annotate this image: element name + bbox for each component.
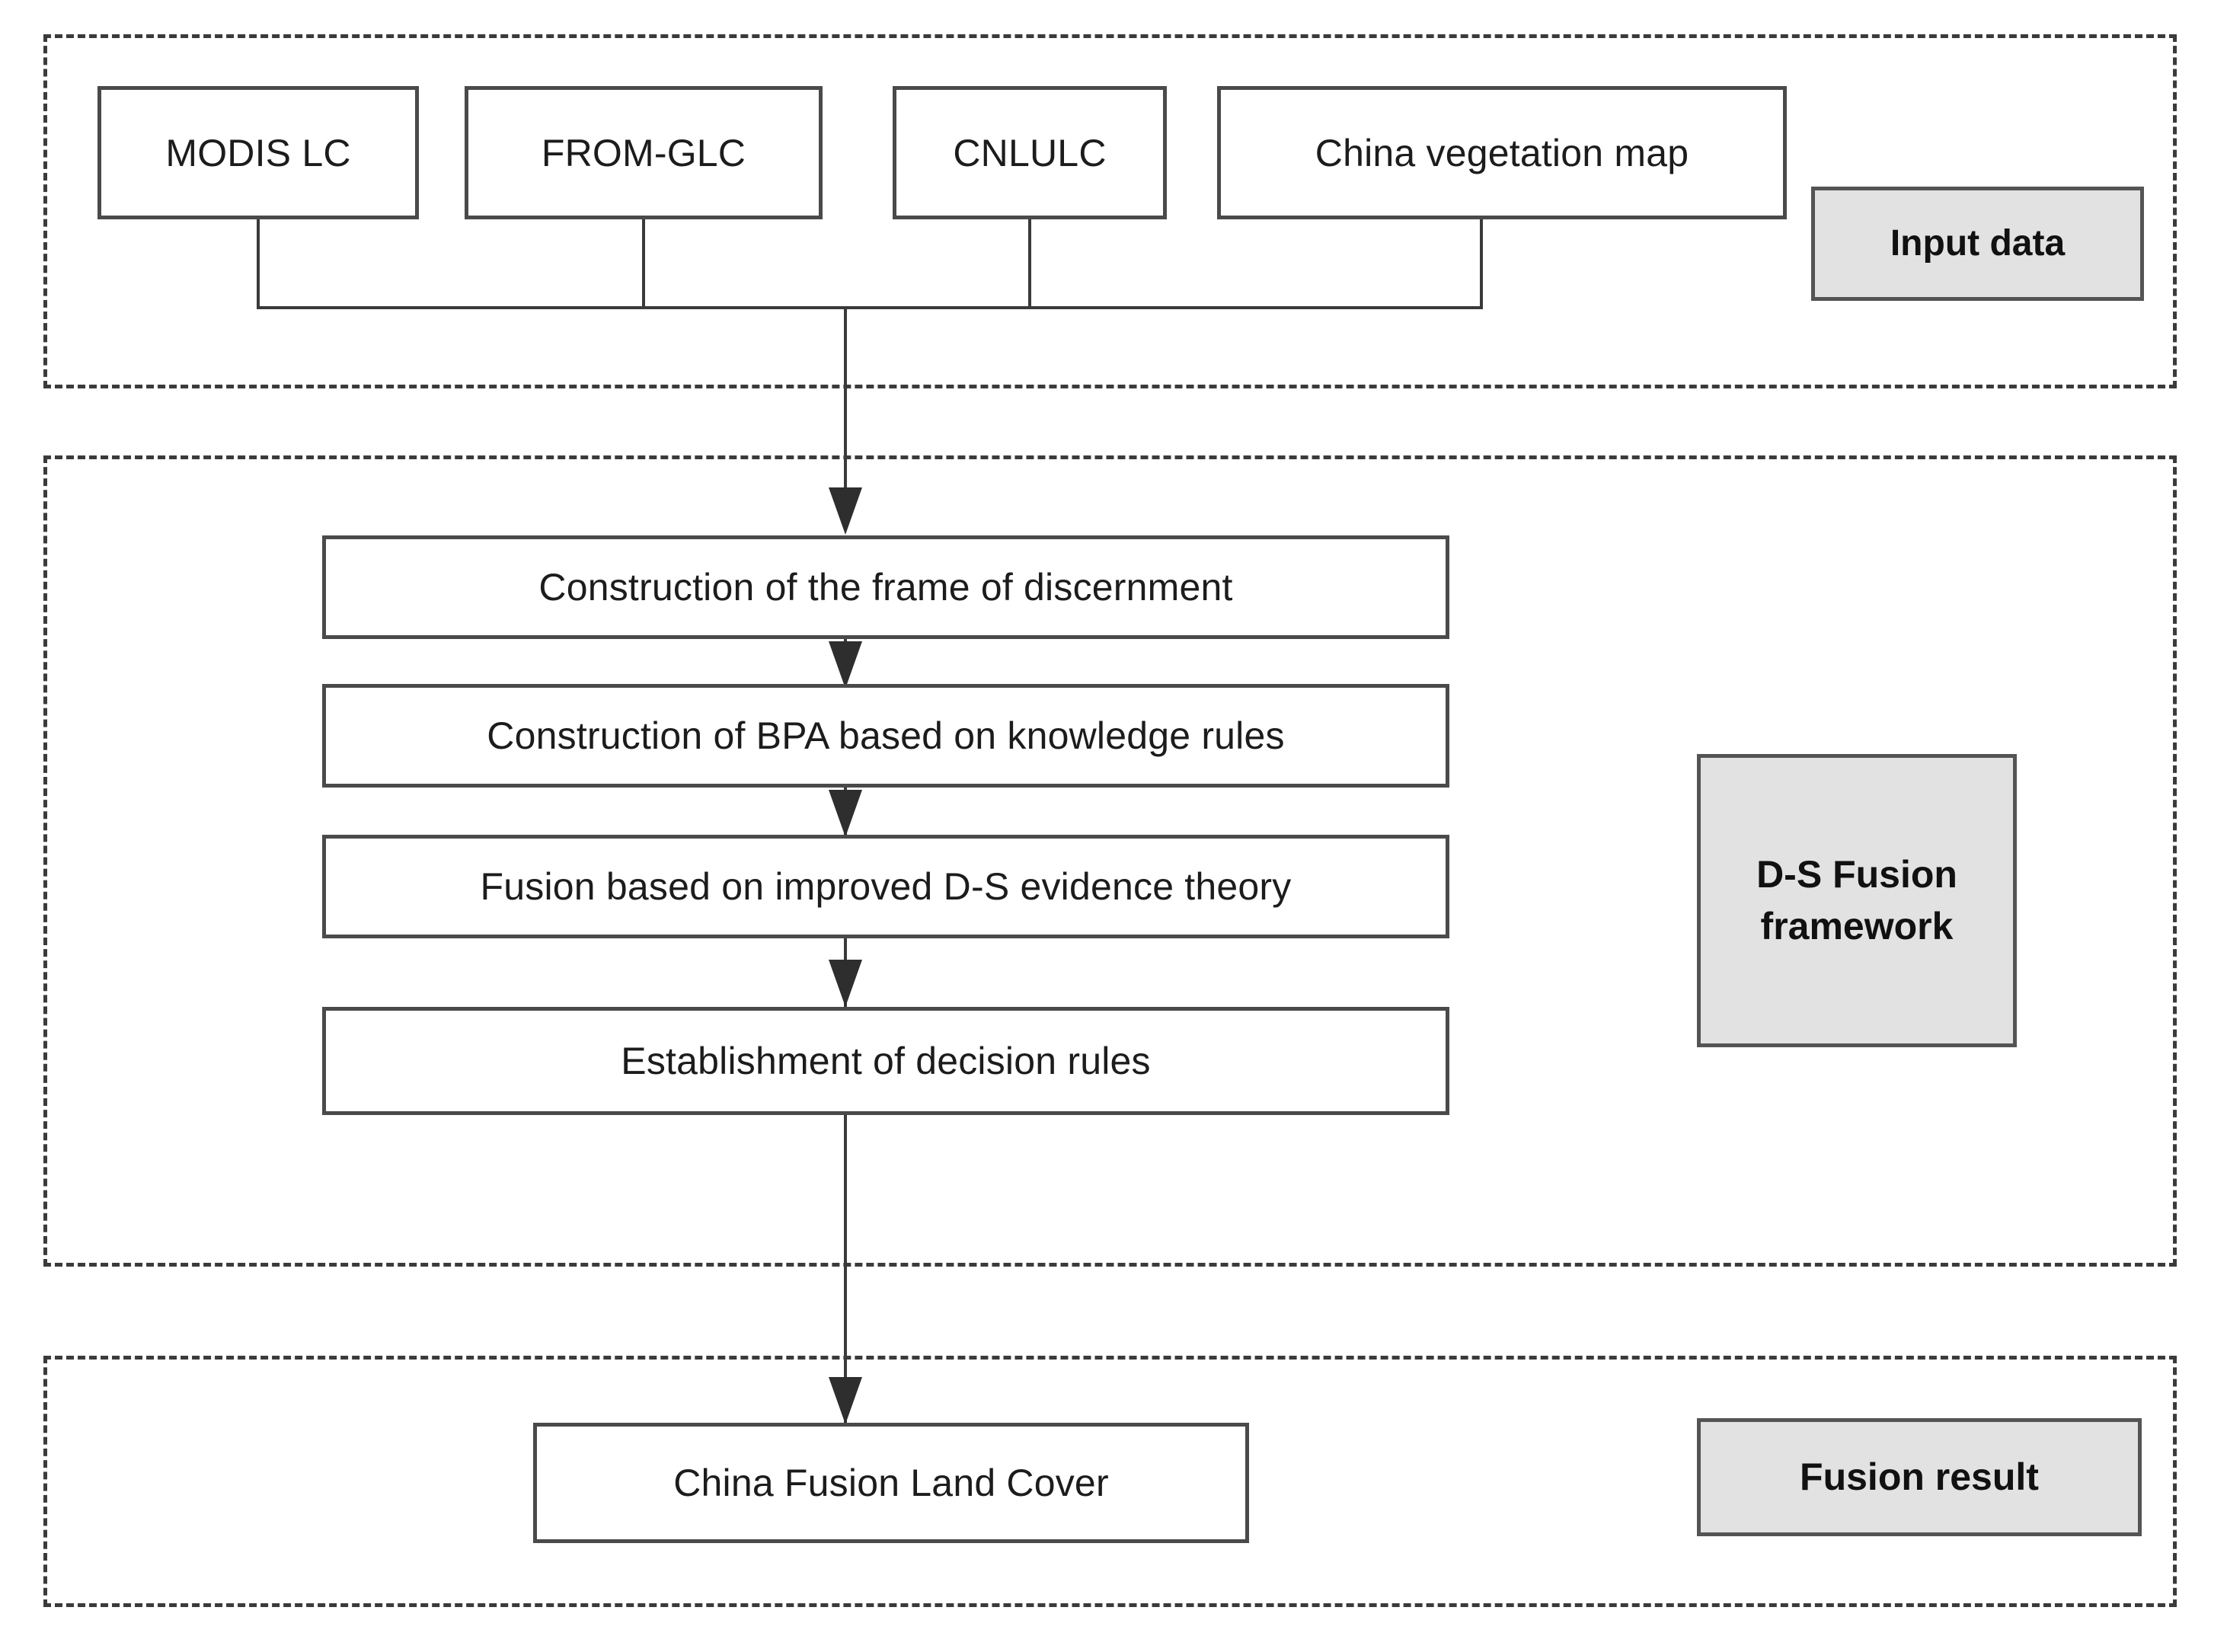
arrowhead-to-step-4 [829,960,862,1007]
connector-stem-cnlulc [1028,219,1031,308]
arrowhead-to-step-3 [829,790,862,837]
section-tag-label-line2: framework [1760,904,1954,947]
fusion-result-group-frame [43,1356,2177,1607]
fusion-framework-group-frame [43,455,2177,1267]
process-box-label: Construction of BPA based on knowledge r… [487,714,1285,757]
input-box-from-glc[interactable]: FROM-GLC [465,86,823,219]
input-box-label: CNLULC [953,131,1107,174]
connector-trunk-to-result [844,1115,847,1424]
input-box-label: China vegetation map [1315,131,1689,174]
arrowhead-to-step-2 [829,641,862,689]
section-tag-input-data: Input data [1811,187,2144,301]
output-box-label: China Fusion Land Cover [673,1462,1109,1504]
connector-stem-fromglc [642,219,645,308]
process-box-label: Establishment of decision rules [621,1040,1151,1082]
output-box-china-fusion-land-cover[interactable]: China Fusion Land Cover [533,1423,1249,1543]
section-tag-fusion-result: Fusion result [1697,1418,2142,1536]
arrowhead-to-result [829,1377,862,1424]
connector-merge-bus [257,306,1483,309]
input-box-china-vegetation-map[interactable]: China vegetation map [1217,86,1787,219]
arrowhead-to-step-1 [829,487,862,535]
section-tag-ds-fusion-framework: D-S Fusion framework [1697,754,2017,1047]
process-box-decision-rules[interactable]: Establishment of decision rules [322,1007,1449,1115]
connector-stem-vegmap [1480,219,1483,308]
section-tag-label: Fusion result [1800,1455,2039,1498]
process-box-ds-evidence-fusion[interactable]: Fusion based on improved D-S evidence th… [322,835,1449,938]
section-tag-label-line1: D-S Fusion [1756,853,1957,896]
section-tag-label: Input data [1890,222,2066,264]
process-box-label: Construction of the frame of discernment [538,566,1233,609]
input-box-cnlulc[interactable]: CNLULC [893,86,1167,219]
process-box-bpa-knowledge-rules[interactable]: Construction of BPA based on knowledge r… [322,684,1449,788]
process-box-frame-of-discernment[interactable]: Construction of the frame of discernment [322,535,1449,639]
input-box-label: MODIS LC [165,131,351,174]
input-box-label: FROM-GLC [541,131,746,174]
input-data-group-frame [43,34,2177,388]
connector-stem-modis [257,219,260,308]
input-box-modis-lc[interactable]: MODIS LC [97,86,419,219]
connector-trunk-to-fusion [844,306,847,527]
process-box-label: Fusion based on improved D-S evidence th… [480,865,1292,908]
